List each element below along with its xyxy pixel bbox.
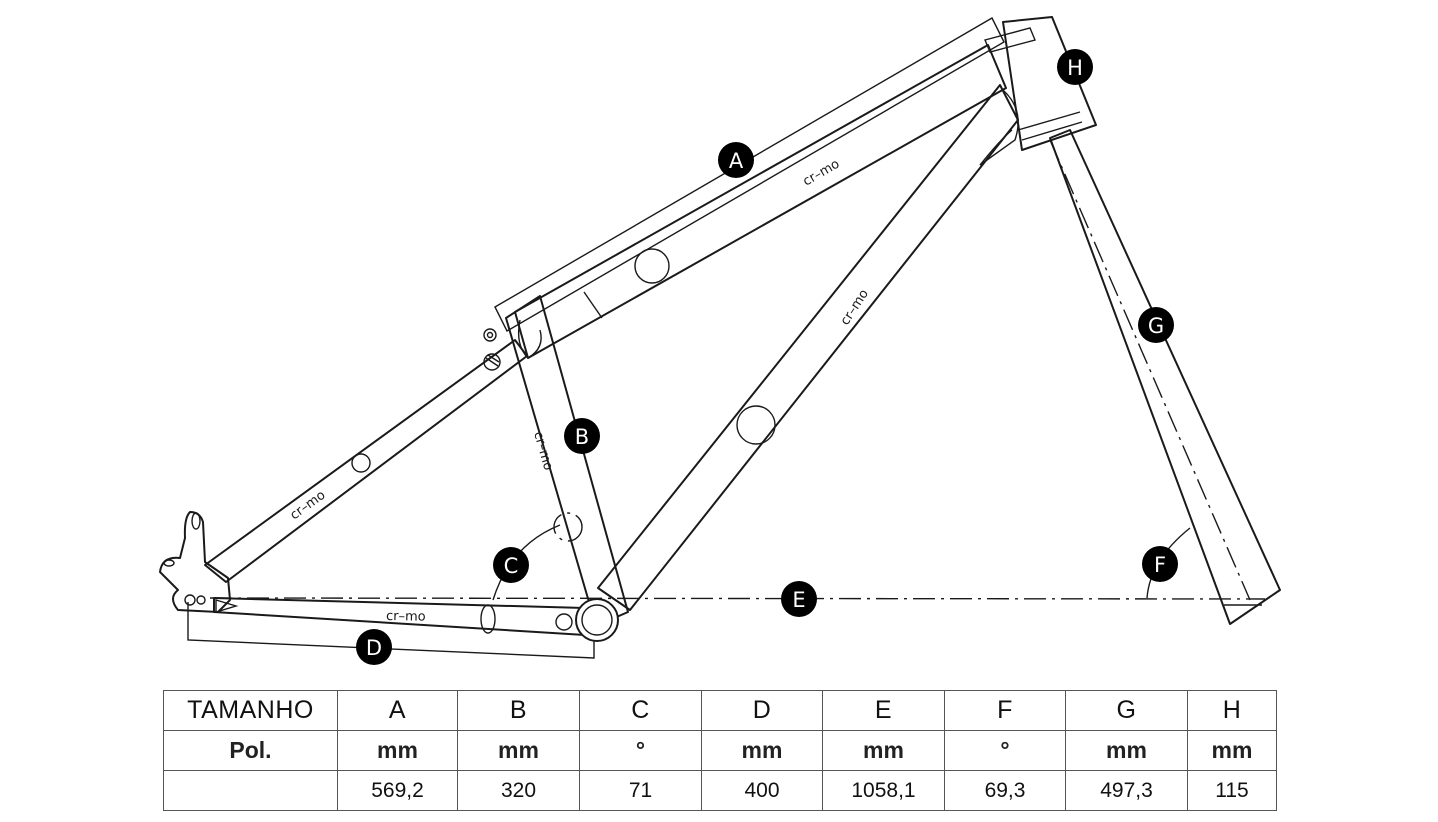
header-size: TAMANHO <box>163 690 338 731</box>
header-d: D <box>701 690 823 731</box>
marker-b: B <box>564 418 600 454</box>
svg-text:F: F <box>1154 553 1166 577</box>
seat-stay-hole <box>351 453 371 473</box>
seat-bolt-inner <box>486 331 494 339</box>
svg-text:C: C <box>504 554 519 578</box>
value-f: 69,3 <box>944 770 1066 811</box>
chain-stay-crimp <box>480 604 496 634</box>
marker-c: C <box>493 547 529 583</box>
dropout-wedge <box>215 599 239 613</box>
unit-h: mm <box>1187 730 1277 771</box>
marker-e: E <box>781 581 817 617</box>
headset-bottom <box>1017 111 1083 141</box>
fork-leg <box>1049 129 1281 625</box>
table-header-row: TAMANHO A B C D E F G H <box>163 690 1277 731</box>
marker-a: A <box>718 142 754 178</box>
svg-text:A: A <box>729 149 744 173</box>
header-a: A <box>337 690 458 731</box>
top-tube-seam <box>583 291 603 319</box>
seat-tube-hole <box>553 512 583 542</box>
marker-h: H <box>1057 49 1093 85</box>
rear-dropout <box>159 511 231 613</box>
bottom-bracket-inner <box>581 604 613 636</box>
svg-text:B: B <box>575 425 589 449</box>
down-tube-hole <box>736 405 776 445</box>
rear-axle <box>184 594 196 606</box>
dropout-hole <box>163 559 175 567</box>
rear-axle-inner <box>196 595 206 605</box>
unit-d: mm <box>701 730 823 771</box>
header-b: B <box>457 690 580 731</box>
svg-text:E: E <box>792 588 805 612</box>
chain-stay-hole <box>555 613 573 631</box>
dimension-line-a <box>494 17 1005 332</box>
value-h: 115 <box>1187 770 1277 811</box>
unit-g: mm <box>1065 730 1188 771</box>
svg-text:D: D <box>366 636 382 660</box>
seat-tube-text: cr–mo <box>530 430 555 472</box>
marker-g: G <box>1138 307 1174 343</box>
table-value-row: 569,2 320 71 400 1058,1 69,3 497,3 115 <box>163 770 1277 811</box>
chain-stay-text: cr–mo <box>386 609 426 625</box>
value-g: 497,3 <box>1065 770 1188 811</box>
table-unit-row: Pol. mm mm ° mm mm ° mm mm <box>163 730 1277 771</box>
fork-axis-g <box>1049 139 1251 601</box>
header-g: G <box>1065 690 1188 731</box>
headset-top <box>984 27 1036 53</box>
value-a: 569,2 <box>337 770 458 811</box>
seat-bolt-outer <box>483 328 497 342</box>
dropout-slot <box>191 512 201 530</box>
value-size <box>163 770 338 811</box>
unit-b: mm <box>457 730 580 771</box>
seat-collar <box>517 319 542 359</box>
top-tube-hole <box>634 248 670 284</box>
down-tube-text: cr–mo <box>838 287 872 328</box>
unit-c: ° <box>579 730 702 771</box>
top-tube <box>514 44 1007 359</box>
bike-frame-diagram: cr–mo cr–mo cr–mo cr–mo cr–mo A B C D E … <box>159 16 1281 665</box>
unit-e: mm <box>822 730 945 771</box>
value-d: 400 <box>701 770 823 811</box>
header-h: H <box>1187 690 1277 731</box>
geometry-spec-table: TAMANHO A B C D E F G H Pol. mm mm ° mm … <box>163 690 1277 811</box>
value-c: 71 <box>579 770 702 811</box>
down-tube <box>597 84 1019 611</box>
seat-tube <box>505 295 629 627</box>
axle-baseline-e <box>209 597 1266 600</box>
svg-text:G: G <box>1148 314 1164 338</box>
bridge-lines <box>485 354 500 367</box>
header-f: F <box>944 690 1066 731</box>
marker-f: F <box>1142 546 1178 582</box>
seat-stay-bridge <box>483 353 501 371</box>
marker-d: D <box>356 629 392 665</box>
unit-f: ° <box>944 730 1066 771</box>
value-b: 320 <box>457 770 580 811</box>
svg-text:H: H <box>1067 56 1083 80</box>
header-c: C <box>579 690 702 731</box>
seat-stay <box>204 339 528 583</box>
value-e: 1058,1 <box>822 770 945 811</box>
unit-a: mm <box>337 730 458 771</box>
unit-size: Pol. <box>163 730 338 771</box>
header-e: E <box>822 690 945 731</box>
seat-stay-text: cr–mo <box>288 488 329 523</box>
